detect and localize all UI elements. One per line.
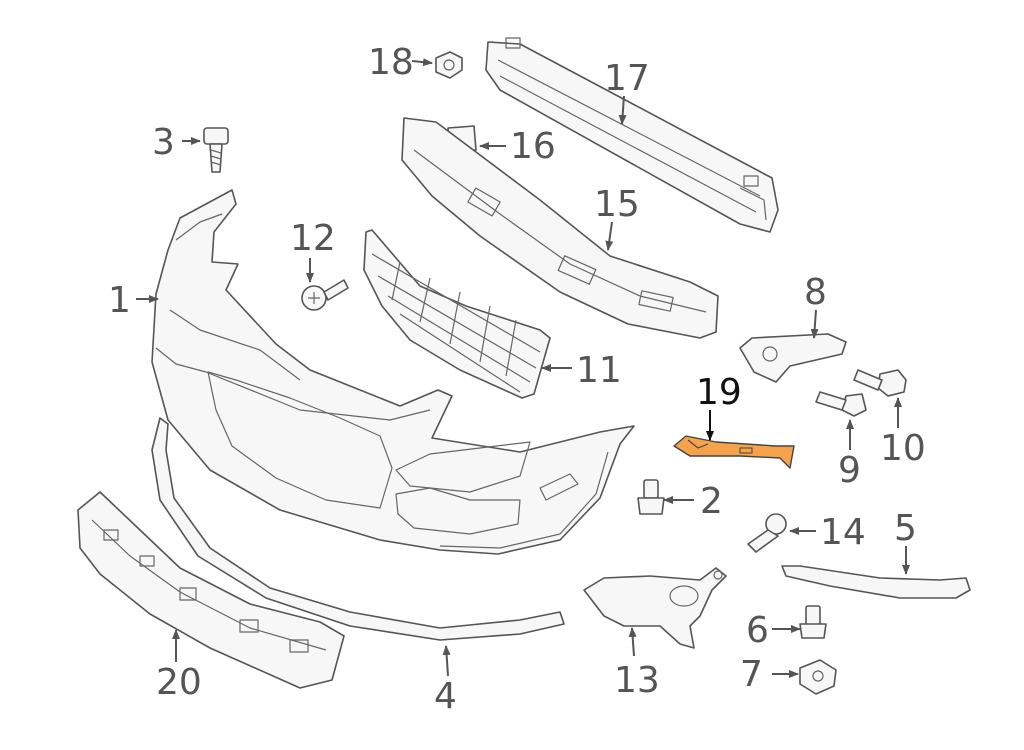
callout-1[interactable]: 1 [108, 280, 131, 321]
callout-3[interactable]: 3 [152, 122, 175, 163]
callout-leaders [136, 58, 910, 678]
callout-9[interactable]: 9 [838, 450, 861, 491]
callout-5[interactable]: 5 [894, 508, 917, 549]
callout-12[interactable]: 12 [290, 218, 336, 259]
callout-19-highlighted[interactable]: 19 [696, 372, 742, 413]
callout-18[interactable]: 18 [368, 42, 414, 83]
part-14-screw[interactable] [747, 513, 787, 553]
part-13-bezel[interactable] [583, 567, 727, 649]
callout-16[interactable]: 16 [510, 126, 556, 167]
callout-4[interactable]: 4 [434, 676, 457, 717]
part-8-bracket[interactable] [739, 333, 847, 383]
part-17-reinforcement-bar[interactable] [485, 37, 779, 233]
callout-11[interactable]: 11 [576, 350, 622, 391]
callout-8[interactable]: 8 [804, 272, 827, 313]
callout-labels: 18 17 3 16 15 12 1 8 11 19 10 9 2 14 5 6… [108, 42, 926, 717]
part-12-screw[interactable] [301, 279, 349, 311]
part-6-bolt[interactable] [799, 605, 827, 639]
part-18-nut[interactable] [435, 51, 463, 79]
part-9-bolt[interactable] [815, 391, 867, 417]
part-4-lip-strip[interactable] [151, 417, 565, 641]
part-2-bolt[interactable] [637, 479, 665, 515]
callout-6[interactable]: 6 [746, 610, 769, 651]
callout-14[interactable]: 14 [820, 512, 866, 553]
part-20-lower-absorber[interactable] [77, 491, 345, 689]
part-7-clip[interactable] [799, 659, 837, 695]
callout-10[interactable]: 10 [880, 428, 926, 469]
part-10-bolt[interactable] [853, 369, 907, 397]
callout-13[interactable]: 13 [614, 660, 660, 701]
callout-15[interactable]: 15 [594, 184, 640, 225]
part-3-bolt[interactable] [203, 127, 229, 173]
callout-20[interactable]: 20 [156, 662, 202, 703]
part-15-absorber[interactable] [401, 117, 719, 339]
part-19-bracket-highlighted[interactable] [673, 435, 795, 469]
part-1-bumper-cover[interactable] [151, 189, 635, 555]
callout-2[interactable]: 2 [700, 481, 723, 522]
part-5-trim-strip[interactable] [781, 565, 971, 599]
part-11-grille[interactable] [363, 229, 551, 399]
callout-17[interactable]: 17 [604, 58, 650, 99]
callout-7[interactable]: 7 [740, 654, 763, 695]
